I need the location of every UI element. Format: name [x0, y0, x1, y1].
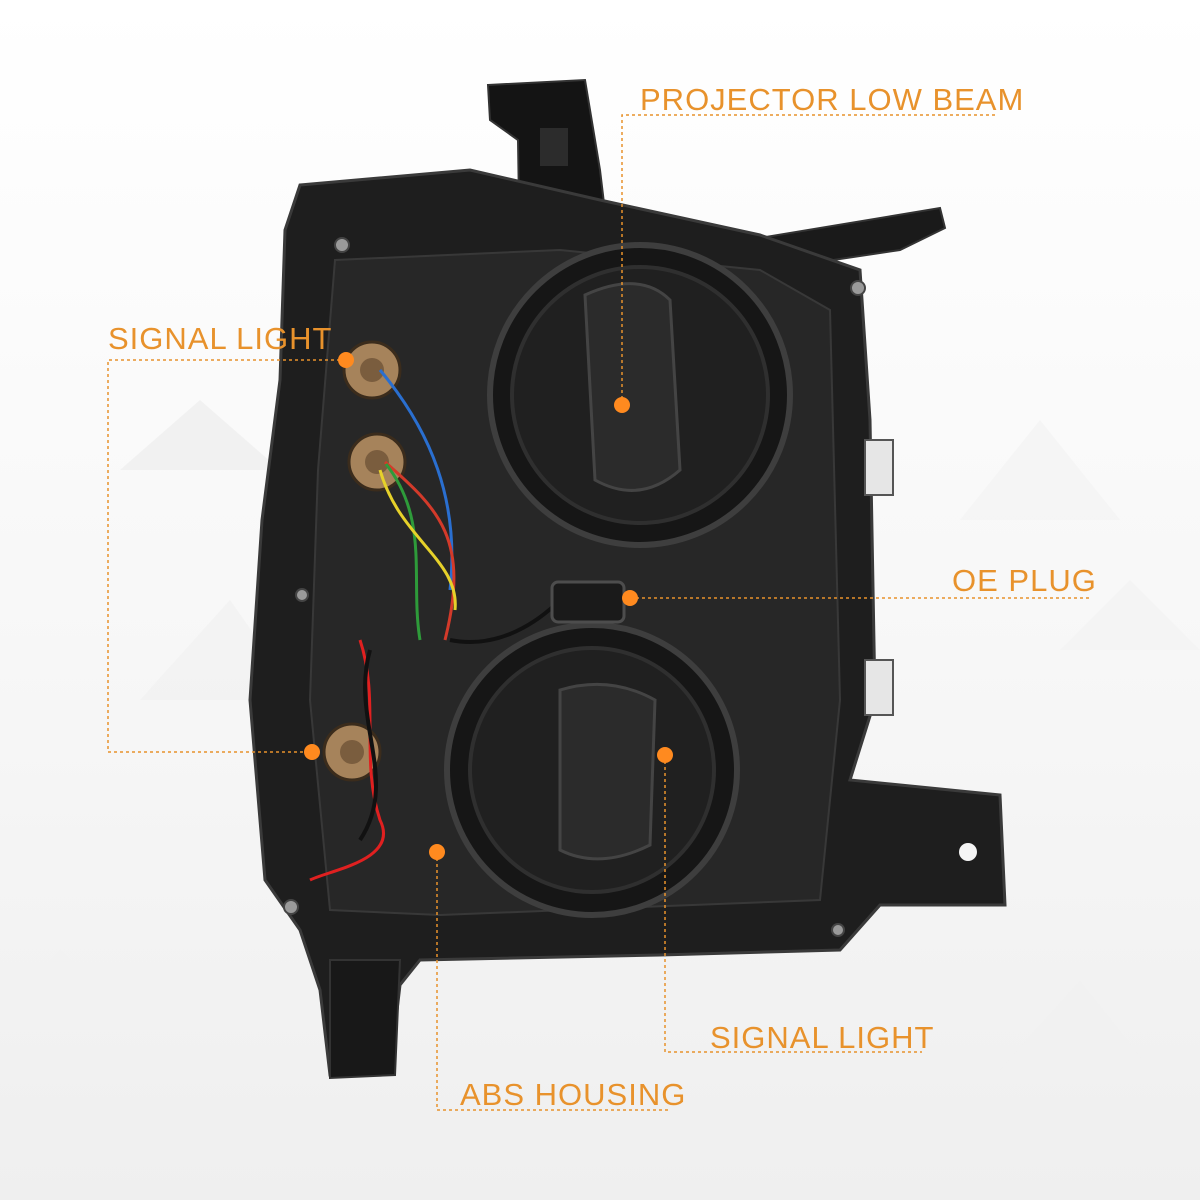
- bulb-socket-middle: [347, 432, 407, 492]
- abs-marker-dot: [429, 844, 445, 860]
- bulb-socket-lower: [322, 722, 382, 782]
- bottom-tab: [329, 959, 402, 1080]
- wiring-harness: [309, 369, 562, 882]
- oe-plug-label: OE PLUG: [952, 563, 1097, 598]
- bulb-socket-upper: [342, 340, 402, 400]
- oe-plug-marker-dot: [622, 590, 638, 606]
- abs-housing-label: ABS HOUSING: [460, 1077, 687, 1112]
- callout-markers: [304, 352, 673, 860]
- projector-low-beam-label: PROJECTOR LOW BEAM: [640, 82, 1025, 117]
- housing-bolts: [283, 237, 866, 937]
- signal-bottom-marker-dot: [657, 747, 673, 763]
- projector-marker-dot: [614, 397, 630, 413]
- background-pattern: [0, 400, 1200, 1070]
- oe-plug-connector: [550, 580, 626, 624]
- signal-light-bottom-label: SIGNAL LIGHT: [710, 1020, 935, 1055]
- signal-left-lower-marker-dot: [304, 744, 320, 760]
- signal-top-marker-dot: [338, 352, 354, 368]
- signal-light-top-label: SIGNAL LIGHT: [108, 321, 333, 356]
- callout-lines: [107, 114, 1090, 1111]
